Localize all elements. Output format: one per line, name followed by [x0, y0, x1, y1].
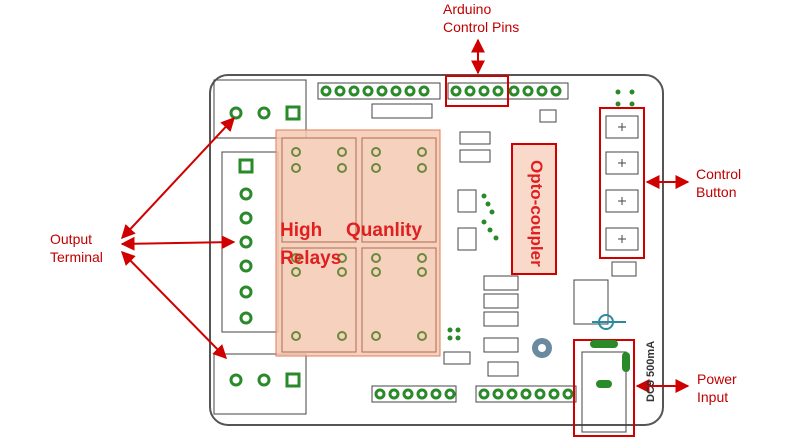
- output-terminal-label-line2: Terminal: [50, 249, 103, 265]
- power-input-label-line1: Power: [697, 371, 737, 387]
- control-button-label-line2: Button: [696, 184, 737, 200]
- relay-outlines: [281, 137, 437, 353]
- terminal-block-top: [213, 79, 307, 139]
- output-terminal-label: Output Terminal: [50, 230, 103, 266]
- relay-pins: [291, 147, 427, 341]
- arduino-pins-label: Arduino Control Pins: [443, 0, 519, 36]
- relays-text-quality: Quanlity: [346, 220, 423, 241]
- control-button-label: Control Button: [696, 165, 741, 201]
- power-jack: [573, 339, 635, 437]
- control-button-label-line1: Control: [696, 166, 742, 182]
- gear-icon: [532, 338, 552, 358]
- relays-text-relays: Relays: [280, 248, 342, 269]
- bottom-header-left: [371, 385, 457, 403]
- top-header-left: [317, 82, 441, 100]
- output-arrow-top: [121, 116, 235, 240]
- output-arrow-bottom: [121, 251, 227, 359]
- bottom-header-right: [475, 385, 577, 403]
- arduino-pins-label-line1: Arduino: [443, 1, 492, 17]
- terminal-block-bottom: [213, 353, 307, 415]
- power-input-label-line2: Input: [697, 389, 729, 405]
- target-icon: [592, 314, 626, 330]
- arduino-pins-highlight: [445, 75, 509, 107]
- output-arrow-middle: [120, 235, 236, 251]
- terminal-block-middle: [221, 151, 279, 333]
- vias: [447, 89, 635, 341]
- output-terminal-label-line1: Output: [50, 231, 93, 247]
- power-spec-text: DC9 500mA: [645, 340, 657, 402]
- control-buttons: [599, 107, 645, 259]
- power-input-label: Power Input: [697, 370, 737, 406]
- top-header-right: [447, 82, 569, 100]
- misc-components: [371, 103, 637, 377]
- relays-highlight: [275, 129, 441, 357]
- arduino-pins-label-line2: Control Pins: [443, 19, 520, 35]
- relays-text-high: High: [280, 220, 323, 241]
- opto-coupler-text: Opto-coupler: [527, 160, 546, 267]
- opto-highlight: [511, 143, 557, 275]
